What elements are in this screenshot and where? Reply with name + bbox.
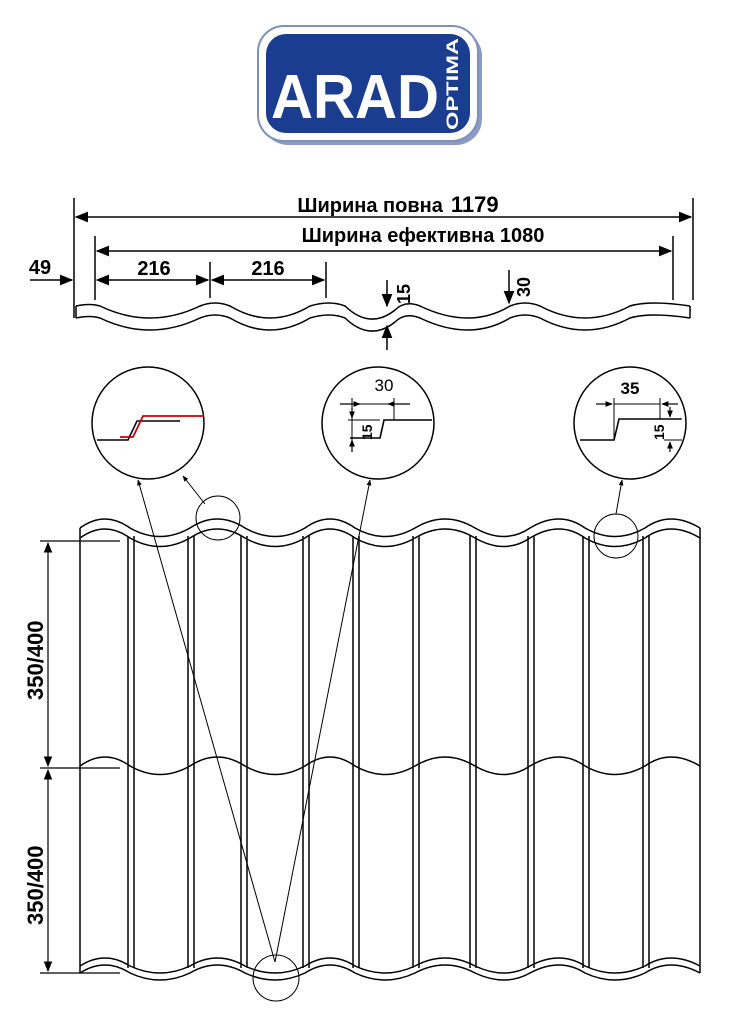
seal-line (120, 415, 204, 438)
module-label-top: 350/400 (23, 620, 48, 700)
brand-logo: ARAD OPTIMA (257, 25, 482, 145)
pitch-label-1: 216 (137, 258, 170, 280)
detail-circle-step-35 (573, 366, 687, 480)
detail-circle-seal (91, 366, 205, 480)
sheet-front-view (79, 495, 701, 1002)
profile-section (30, 198, 694, 350)
detail-3-width-label: 35 (621, 379, 640, 398)
wave-depth-label: 15 (394, 284, 414, 304)
detail-2-height-label: 15 (359, 424, 375, 440)
detail-circle-step-30 (321, 366, 435, 480)
logo-fill (266, 34, 470, 133)
leader-lines (137, 475, 624, 963)
pitch-label-2: 216 (251, 258, 284, 280)
detail-3-height-label: 15 (651, 424, 667, 440)
module-dimension (40, 540, 120, 974)
module-label-bottom: 350/400 (23, 845, 48, 925)
effective-width-label: Ширина ефективна 1080 (302, 225, 545, 247)
logo-brand-text: ARAD (271, 63, 439, 132)
step-height-label: 30 (514, 277, 534, 297)
logo-sub-text: OPTIMA (443, 38, 462, 130)
overhang-label: 49 (29, 257, 51, 279)
detail-2-width-label: 30 (375, 376, 394, 395)
